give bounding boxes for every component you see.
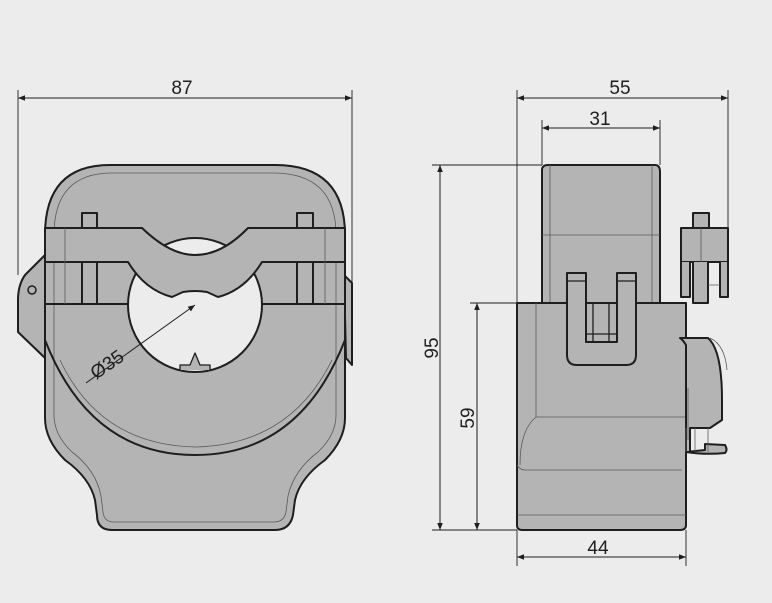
side-clip xyxy=(679,337,723,453)
upper-jaw xyxy=(44,227,346,298)
post-right xyxy=(296,212,314,229)
key-tab xyxy=(179,352,211,370)
front-view xyxy=(17,164,353,531)
u-clip xyxy=(566,272,637,366)
dim-depth-55: 55 xyxy=(609,78,630,99)
hinge-pin xyxy=(27,285,37,295)
dim-depth-31: 31 xyxy=(589,109,610,130)
post-left xyxy=(81,212,98,229)
top-section xyxy=(541,164,661,304)
dim-width-87: 87 xyxy=(171,78,192,99)
side-view xyxy=(516,164,729,531)
dim-height-59: 59 xyxy=(458,407,479,428)
core-ring xyxy=(44,339,346,457)
dim-height-95: 95 xyxy=(422,337,443,358)
dim-depth-44: 44 xyxy=(587,538,609,559)
hinge xyxy=(17,254,46,359)
connector xyxy=(692,212,710,230)
